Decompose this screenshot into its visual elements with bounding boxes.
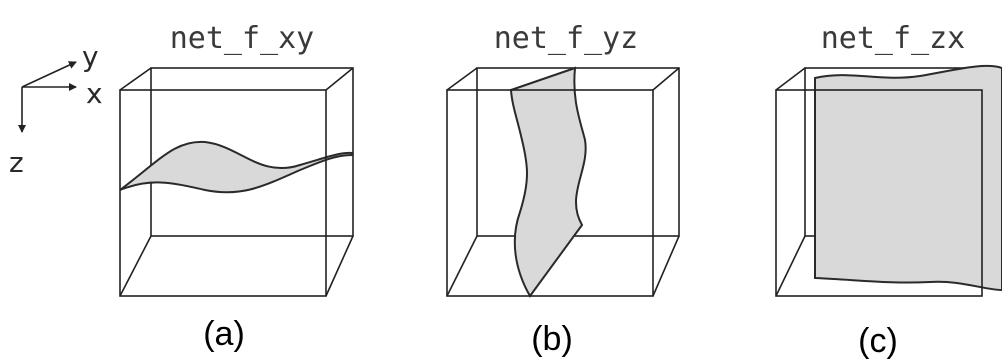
x-axis-label: x (86, 77, 103, 110)
surface-xy (119, 140, 353, 194)
panel-xy: net_f_xy (a) (119, 21, 354, 353)
surface-yz (509, 66, 587, 298)
cube-zx (775, 64, 1002, 297)
y-axis-label: y (82, 40, 99, 73)
panel-caption-a: (a) (203, 315, 245, 353)
surface-zx (814, 64, 1002, 292)
panel-title-xy: net_f_xy (170, 21, 315, 56)
panel-zx: net_f_zx (c) (775, 21, 1002, 360)
cube-yz (446, 66, 680, 298)
panel-yz: net_f_yz (b) (446, 21, 680, 358)
panel-caption-c: (c) (858, 322, 898, 360)
panel-caption-b: (b) (531, 320, 573, 358)
axes-legend: y x z (9, 40, 103, 179)
y-axis-arrow (21, 61, 77, 88)
cube-xy (119, 67, 354, 297)
panel-title-yz: net_f_yz (494, 21, 639, 56)
panel-title-zx: net_f_zx (821, 21, 966, 56)
z-axis-label: z (9, 146, 24, 179)
